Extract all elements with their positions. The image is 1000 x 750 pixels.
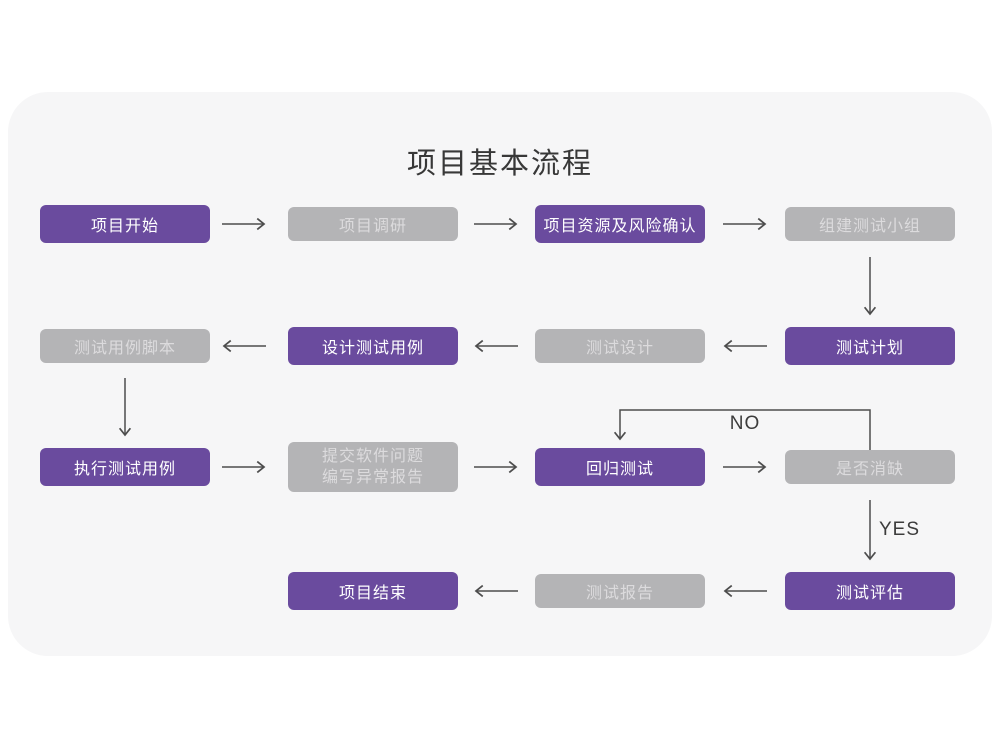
node-submit-issue-line2: 编写异常报告 [321, 469, 424, 486]
node-submit-issue-report: 提交软件问题 编写异常报告 [288, 442, 458, 492]
node-regression-test: 回归测试 [535, 448, 705, 486]
node-submit-issue-line1: 提交软件问题 [321, 448, 424, 465]
node-test-case-script: 测试用例脚本 [40, 329, 210, 363]
node-design-test-case: 设计测试用例 [288, 327, 458, 365]
node-test-design: 测试设计 [535, 329, 705, 363]
node-test-report: 测试报告 [535, 574, 705, 608]
node-defect-resolved: 是否消缺 [785, 450, 955, 484]
node-project-end: 项目结束 [288, 572, 458, 610]
flowchart-card-background [8, 92, 992, 656]
node-build-test-team: 组建测试小组 [785, 207, 955, 241]
node-resources-risk: 项目资源及风险确认 [535, 205, 705, 243]
node-project-start: 项目开始 [40, 205, 210, 243]
branch-label-yes: YES [879, 519, 921, 540]
flowchart-title: 项目基本流程 [406, 148, 593, 180]
node-test-plan: 测试计划 [785, 327, 955, 365]
branch-label-no: NO [729, 413, 761, 434]
node-test-evaluation: 测试评估 [785, 572, 955, 610]
node-project-research: 项目调研 [288, 207, 458, 241]
node-execute-test-case: 执行测试用例 [40, 448, 210, 486]
